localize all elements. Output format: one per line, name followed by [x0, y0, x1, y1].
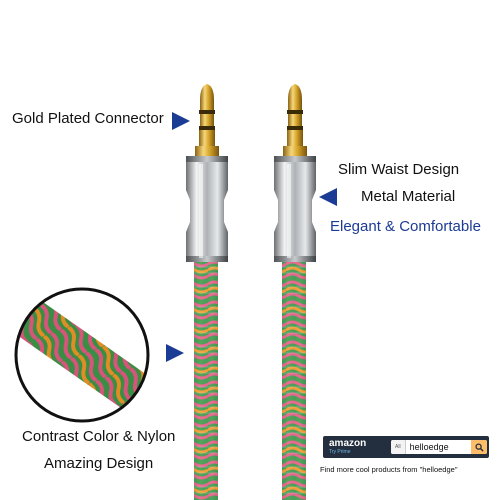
right-connector — [274, 84, 316, 500]
amazon-footer-text: Find more cool products from "helloedge" — [320, 465, 458, 474]
search-button[interactable] — [471, 440, 487, 454]
amazon-logo: amazon Try Prime — [329, 438, 367, 456]
label-metal-material: Metal Material — [361, 188, 456, 205]
arrow-metal-material — [319, 188, 337, 206]
amazon-search-bar: amazon Try Prime All helloedge — [323, 436, 489, 458]
category-select[interactable]: All — [391, 440, 406, 454]
search-icon — [474, 442, 484, 452]
label-gold-plated: Gold Plated Connector — [12, 110, 164, 127]
label-contrast-color: Contrast Color & Nylon — [22, 428, 176, 445]
label-amazing-design: Amazing Design — [44, 455, 154, 472]
left-connector — [186, 84, 228, 500]
label-elegant: Elegant & Comfortable — [330, 218, 481, 235]
search-input[interactable]: helloedge — [409, 442, 449, 452]
arrow-braid — [166, 344, 184, 362]
braid-closeup — [14, 287, 150, 423]
label-slim-waist: Slim Waist Design — [338, 161, 460, 178]
arrow-gold-plated — [172, 112, 190, 130]
amazon-search-box[interactable]: All helloedge — [391, 440, 487, 454]
